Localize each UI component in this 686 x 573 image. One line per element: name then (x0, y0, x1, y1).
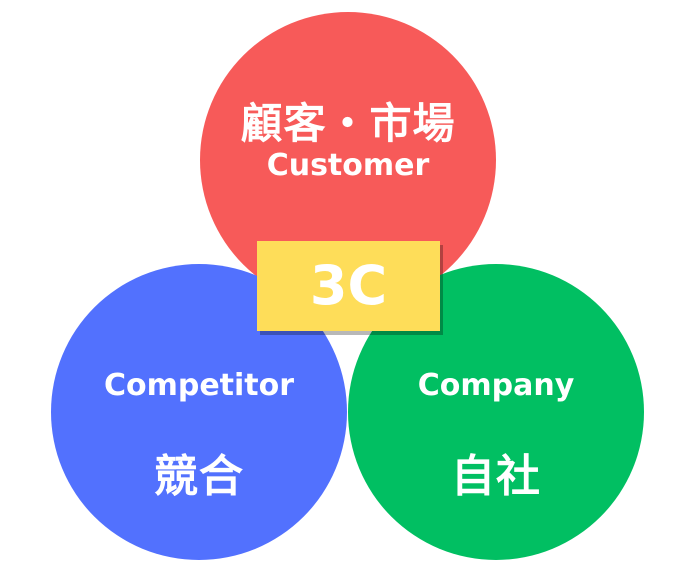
company-label-jp: 自社 (451, 451, 541, 502)
customer-label-en: Customer (266, 148, 430, 183)
core-label: 3C (309, 254, 388, 317)
competitor-label-jp: 競合 (154, 451, 244, 502)
competitor-label-en: Competitor (103, 368, 295, 403)
core-box-3c: 3C (257, 241, 440, 331)
company-label-en: Company (417, 368, 575, 403)
customer-label-jp: 顧客・市場 (240, 99, 456, 148)
